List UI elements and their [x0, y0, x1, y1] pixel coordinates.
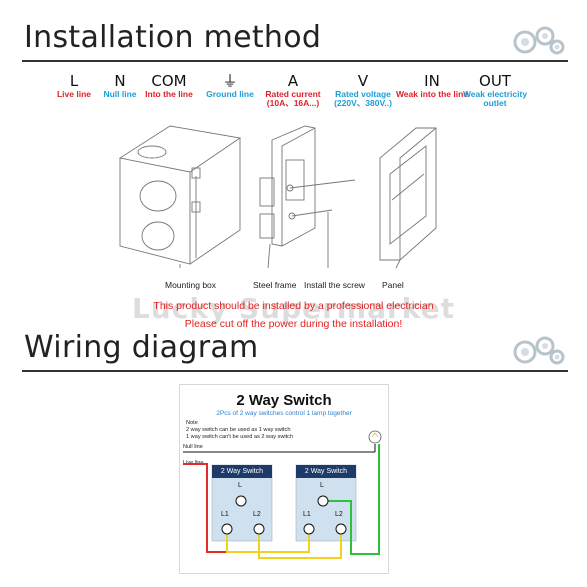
caption-panel: Panel [382, 280, 404, 290]
mounting-box-drawing [118, 125, 242, 265]
left-term-l1 [221, 523, 233, 535]
terminal-v: V Rated voltage (220V、380V..) [326, 72, 400, 108]
terminal-desc: Rated current (10A、16A...) [265, 89, 321, 108]
terminal-in: IN Weak into the line [395, 72, 469, 99]
panel-drawing [379, 127, 437, 261]
terminal-desc: Ground line [206, 89, 254, 99]
warning-line-2: Please cut off the power during the inst… [184, 318, 403, 330]
terminal-desc: Live line [56, 89, 91, 99]
terminal-symbol: L [69, 72, 79, 90]
installation-illustration [118, 125, 437, 269]
terminal-desc: Null line [103, 89, 137, 99]
terminal-com: COM Into the line [132, 72, 206, 99]
note-heading: Note [186, 420, 198, 426]
wiring-schematic [183, 430, 382, 559]
terminal-n: N Null line [83, 72, 157, 99]
null-line-label: Null line [183, 444, 203, 450]
switch-right-label: 2 Way Switch [296, 465, 356, 478]
lamp-wire [323, 444, 380, 555]
terminal-desc: Into the line [145, 89, 193, 99]
terminal-symbol: V [357, 72, 369, 90]
terminal-symbol: N [114, 72, 126, 90]
traveller-wire-1 [226, 529, 310, 553]
note-line: 1 way switch can't be used as 2 way swit… [186, 434, 294, 440]
terminal-symbol: OUT [479, 72, 511, 90]
left-term-l [235, 495, 247, 507]
wiring-diagram-title: 2 Way Switch [236, 392, 332, 409]
left-term-l2-label: L2 [253, 511, 261, 518]
terminal-desc: Weak electricity outlet [462, 89, 528, 108]
left-term-l2 [253, 523, 265, 535]
terminal-ground: ⏚ Ground line [193, 72, 267, 99]
right-term-l-label: L [320, 482, 324, 489]
terminal-symbol: A [287, 72, 299, 90]
right-term-l1 [303, 523, 315, 535]
wiring-title-rule [22, 370, 568, 372]
warning-line-1: This product should be installed by a pr… [153, 300, 434, 312]
right-term-l2 [335, 523, 347, 535]
watermark: Lucky Supermarket [131, 292, 456, 325]
lamp-icon [368, 430, 382, 452]
wiring-title: Wiring diagram [24, 330, 259, 365]
right-term-l1-label: L1 [303, 511, 311, 518]
left-term-l-label: L [238, 482, 242, 489]
wiring-diagram-subtitle: 2Pcs of 2 way switches control 1 lamp to… [216, 410, 352, 417]
ground-icon: ⏚ [222, 72, 238, 90]
caption-mounting-box: Mounting box [165, 280, 217, 290]
terminal-symbol: IN [424, 72, 440, 90]
installation-title: Installation method [24, 20, 322, 55]
traveller-wire-2 [258, 529, 342, 559]
terminal-a: A Rated current (10A、16A...) [256, 72, 330, 108]
right-term-l [317, 495, 329, 507]
switch-left-label: 2 Way Switch [212, 465, 272, 478]
terminal-desc: Weak into the line [395, 89, 469, 99]
gears-icon [513, 336, 565, 365]
right-term-l2-label: L2 [335, 511, 343, 518]
gears-icon [513, 26, 565, 55]
caption-install-screw: Install the screw [304, 280, 365, 290]
installation-title-rule [22, 60, 568, 62]
caption-steel-frame: Steel frame [253, 280, 297, 290]
note-line: 2 way switch can be used as 1 way switch [186, 427, 291, 433]
terminal-out: OUT Weak electricity outlet [458, 72, 532, 108]
terminal-desc: Rated voltage (220V、380V..) [334, 89, 392, 108]
terminal-symbol: COM [151, 72, 187, 90]
left-term-l1-label: L1 [221, 511, 229, 518]
steel-frame-drawing [259, 125, 356, 247]
terminal-l: L Live line [37, 72, 111, 99]
